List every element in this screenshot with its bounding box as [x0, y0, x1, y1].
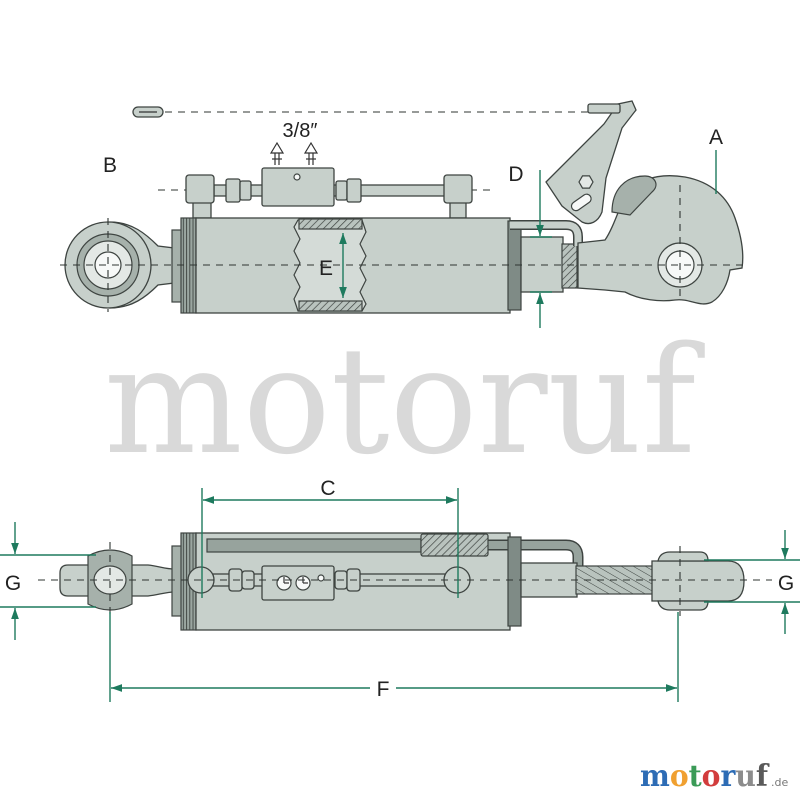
- right-stem: [449, 201, 467, 219]
- nut-right-inner: [335, 180, 348, 201]
- brand-logo: motoruf .de: [640, 759, 788, 794]
- valve-block-port: [293, 173, 301, 181]
- dimension-c: [201, 488, 459, 598]
- label-e: E: [319, 257, 333, 280]
- label-d: D: [508, 163, 523, 186]
- hydraulic-tube-bend: [488, 541, 582, 570]
- dimension-d: [530, 170, 552, 328]
- dimension-g-left: [0, 522, 96, 640]
- logo-letter-7: f: [756, 759, 770, 794]
- left-stem: [192, 201, 212, 219]
- hook-end-top: [651, 560, 745, 602]
- top-view: C F G G: [0, 477, 800, 702]
- side-view: 3/8″: [60, 100, 748, 328]
- thread-size-label: 3/8″: [283, 120, 318, 142]
- valve-block: [261, 167, 335, 207]
- cutaway-wall-top: [298, 218, 363, 230]
- dimension-g-right: [704, 530, 800, 634]
- label-g-right: G: [778, 572, 794, 595]
- rod-hatched-collar: [561, 243, 578, 289]
- logo-letter-6: u: [735, 759, 756, 794]
- logo-wordmark: motoruf: [640, 759, 770, 794]
- valve-block-top-port: [317, 574, 325, 582]
- right-bracket: [443, 174, 473, 204]
- logo-letter-2: o: [670, 759, 689, 794]
- logo-letter-5: r: [721, 759, 737, 794]
- nut-left-outer: [225, 178, 241, 203]
- label-g-left: G: [5, 572, 21, 595]
- lever-keyhole-slot: [570, 193, 592, 212]
- watermark-text: motoruf: [104, 315, 705, 487]
- left-eye-bore: [94, 251, 122, 279]
- valve-port-right-icon: [295, 575, 311, 591]
- cylinder-end-band-top: [507, 536, 522, 627]
- release-lever-handle: [587, 103, 621, 114]
- left-bracket: [185, 174, 215, 204]
- lever-hex-bolt-icon: [578, 175, 594, 189]
- nut-left-inner: [239, 180, 252, 201]
- port-arrow-left-icon: [269, 141, 285, 165]
- port-arrow-right-icon: [303, 141, 319, 165]
- hook-yoke-top-lower: [657, 600, 709, 611]
- cutaway-wall-bottom: [298, 300, 363, 312]
- logo-letter-1: m: [640, 759, 670, 794]
- hook-yoke-top-upper: [657, 551, 709, 562]
- label-b: B: [103, 154, 117, 177]
- hydraulic-tube-top: [206, 538, 422, 553]
- nut-right-outer: [346, 178, 362, 203]
- label-f: F: [377, 678, 390, 701]
- dimension-f: [109, 612, 679, 702]
- logo-suffix: .de: [771, 776, 788, 789]
- hydraulic-tube: [510, 221, 582, 246]
- label-c: C: [320, 477, 335, 500]
- label-a: A: [709, 126, 723, 149]
- hook-latch: [611, 175, 657, 216]
- tube-fitting-block: [420, 533, 489, 557]
- release-lever: [545, 100, 637, 225]
- logo-letter-4: o: [702, 759, 721, 794]
- valve-port-left-icon: [276, 575, 292, 591]
- logo-letter-3: t: [689, 759, 702, 794]
